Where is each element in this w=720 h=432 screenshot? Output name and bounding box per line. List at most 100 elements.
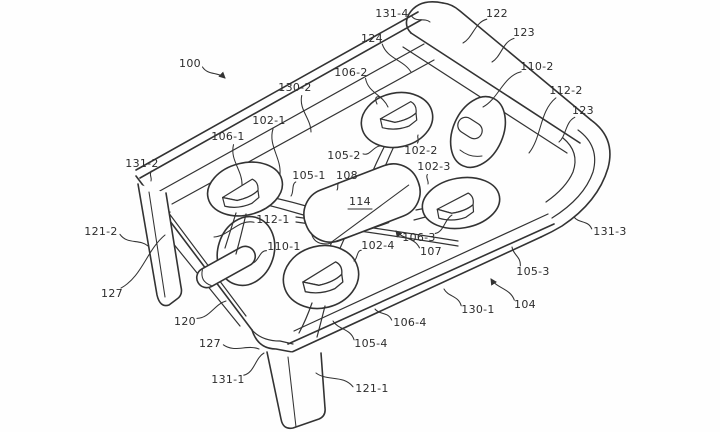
leader-line-107	[395, 230, 420, 249]
ref-label-124-4: 124	[361, 32, 412, 73]
ref-label-106-3-23: 106-3	[402, 214, 453, 244]
table-rim-nw-outer2	[139, 19, 422, 179]
ref-label-104-33: 104	[490, 278, 536, 311]
ref-number-122: 122	[486, 7, 508, 20]
ref-label-102-1-10: 102-1	[252, 114, 285, 175]
leader-line-102-1	[271, 128, 281, 175]
ref-number-112-2: 112-2	[549, 84, 582, 97]
wall-ne-top-edge	[410, 32, 581, 144]
ref-label-105-3-34: 105-3	[511, 246, 549, 278]
leader-line-112-2	[528, 97, 557, 154]
ref-label-121-2-21: 121-2	[84, 225, 149, 247]
table-corner-front-inner	[251, 329, 294, 345]
table-edge-sw-inner	[155, 195, 247, 317]
leader-line-112-1	[213, 221, 255, 238]
ref-label-108-16: 108	[336, 169, 358, 191]
leader-line-104	[490, 278, 515, 301]
ref-label-102-2-14: 102-2	[404, 134, 437, 157]
ref-number-123: 123	[572, 104, 594, 117]
table-rim-nw-inner	[157, 43, 425, 193]
leader-line-106-4	[374, 308, 393, 321]
ref-label-102-4-25: 102-4	[353, 239, 394, 262]
ref-number-106-4: 106-4	[393, 316, 426, 329]
ref-label-127-27: 127	[199, 337, 260, 350]
leader-line-102-2	[416, 134, 419, 144]
ref-number-127: 127	[199, 337, 221, 350]
leader-line-124	[381, 43, 412, 73]
ref-number-104: 104	[514, 298, 536, 311]
drone	[195, 91, 507, 338]
table-leg-left	[137, 183, 183, 307]
ref-number-102-1: 102-1	[252, 114, 285, 127]
ref-number-100: 100	[179, 57, 201, 70]
strut-left2	[235, 213, 247, 255]
leader-line-102-3	[426, 174, 429, 185]
ref-number-131-1: 131-1	[211, 373, 244, 386]
landing-pad-pill	[195, 245, 257, 289]
leader-line-105-1	[290, 181, 297, 197]
ref-number-131-2: 131-2	[125, 157, 158, 170]
table-leg-front	[266, 351, 326, 430]
leader-line-105-3	[511, 246, 521, 267]
ref-number-102-4: 102-4	[361, 239, 394, 252]
ref-number-102-3: 102-3	[417, 160, 450, 173]
leader-line-110-2	[482, 71, 522, 108]
ref-label-123-8: 123	[558, 104, 594, 143]
ref-label-121-1-29: 121-1	[315, 372, 388, 395]
table-rim-nw-outer	[135, 11, 419, 171]
leader-line-130-2	[300, 94, 312, 133]
table-corner-front-outer	[251, 329, 293, 353]
ref-label-112-1-19: 112-1	[213, 213, 289, 238]
leader-line-102-4	[353, 249, 362, 262]
ref-number-114: 114	[349, 195, 371, 208]
ref-number-105-4: 105-4	[354, 337, 387, 350]
ref-label-114-18: 114	[347, 195, 373, 210]
leader-line-100	[201, 66, 226, 79]
ref-label-112-2-7: 112-2	[528, 84, 582, 154]
ref-label-105-2-13: 105-2	[327, 145, 381, 162]
ref-label-106-2-5: 106-2	[334, 66, 389, 108]
ref-label-131-3-35: 131-3	[573, 216, 626, 238]
leader-line-105-2	[362, 145, 381, 155]
ref-label-106-4-31: 106-4	[374, 308, 426, 329]
wall-end-hook	[405, 1, 444, 34]
ref-label-107-24: 107	[395, 230, 442, 258]
rotor-rear	[360, 91, 434, 149]
wall-corner-right-inner2	[545, 137, 576, 203]
receptacle-top-right	[449, 95, 507, 169]
strut-left	[224, 212, 237, 249]
ref-label-110-1-20: 110-1	[252, 240, 300, 264]
ref-number-130-1: 130-1	[461, 303, 494, 316]
leader-line-127	[222, 344, 260, 350]
ref-number-130-2: 130-2	[278, 81, 311, 94]
ref-label-123-3: 123	[491, 26, 535, 63]
leader-line-127	[120, 234, 166, 289]
ref-number-110-2: 110-2	[520, 60, 553, 73]
ref-number-105-1: 105-1	[292, 169, 325, 182]
leader-line-123	[558, 116, 576, 143]
ref-label-102-3-17: 102-3	[417, 160, 450, 185]
ref-label-106-1-11: 106-1	[211, 130, 244, 186]
ref-number-106-3: 106-3	[402, 231, 435, 244]
leader-line-121-2	[119, 233, 149, 247]
table-dock	[135, 1, 611, 430]
rotor-front	[282, 244, 360, 338]
wall-corner-right-outer	[540, 119, 611, 238]
leader-line-130-1	[443, 288, 462, 307]
leader-line-106-3	[434, 214, 453, 234]
table-leg-front-edge	[287, 356, 297, 428]
rotor-right	[421, 176, 501, 230]
ref-label-105-4-30: 105-4	[332, 320, 387, 350]
leader-line-110-1	[252, 250, 267, 264]
wall-corner-right-inner	[551, 129, 596, 219]
table-rim-se-outer2	[287, 223, 555, 345]
leader-line-106-2	[365, 77, 389, 108]
ref-label-110-2-6: 110-2	[482, 60, 553, 108]
rotor-front-left	[206, 161, 284, 217]
ref-number-123: 123	[513, 26, 535, 39]
ref-number-110-1: 110-1	[267, 240, 300, 253]
table-leg-left-edge	[148, 191, 166, 298]
